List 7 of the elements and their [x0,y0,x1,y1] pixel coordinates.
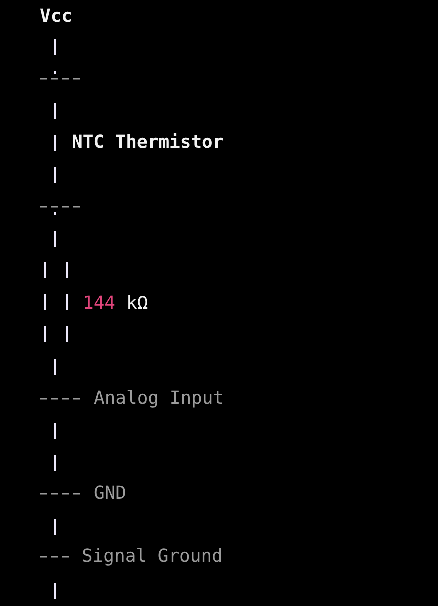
component-label: Vcc [40,6,73,28]
component-label: Analog Input [94,388,224,410]
component-label: NTC Thermistor [72,132,224,154]
component-label: GND [94,483,127,505]
component-label: 144 [83,293,116,315]
component-label: Signal Ground [82,546,223,568]
component-label: kΩ [126,293,148,315]
